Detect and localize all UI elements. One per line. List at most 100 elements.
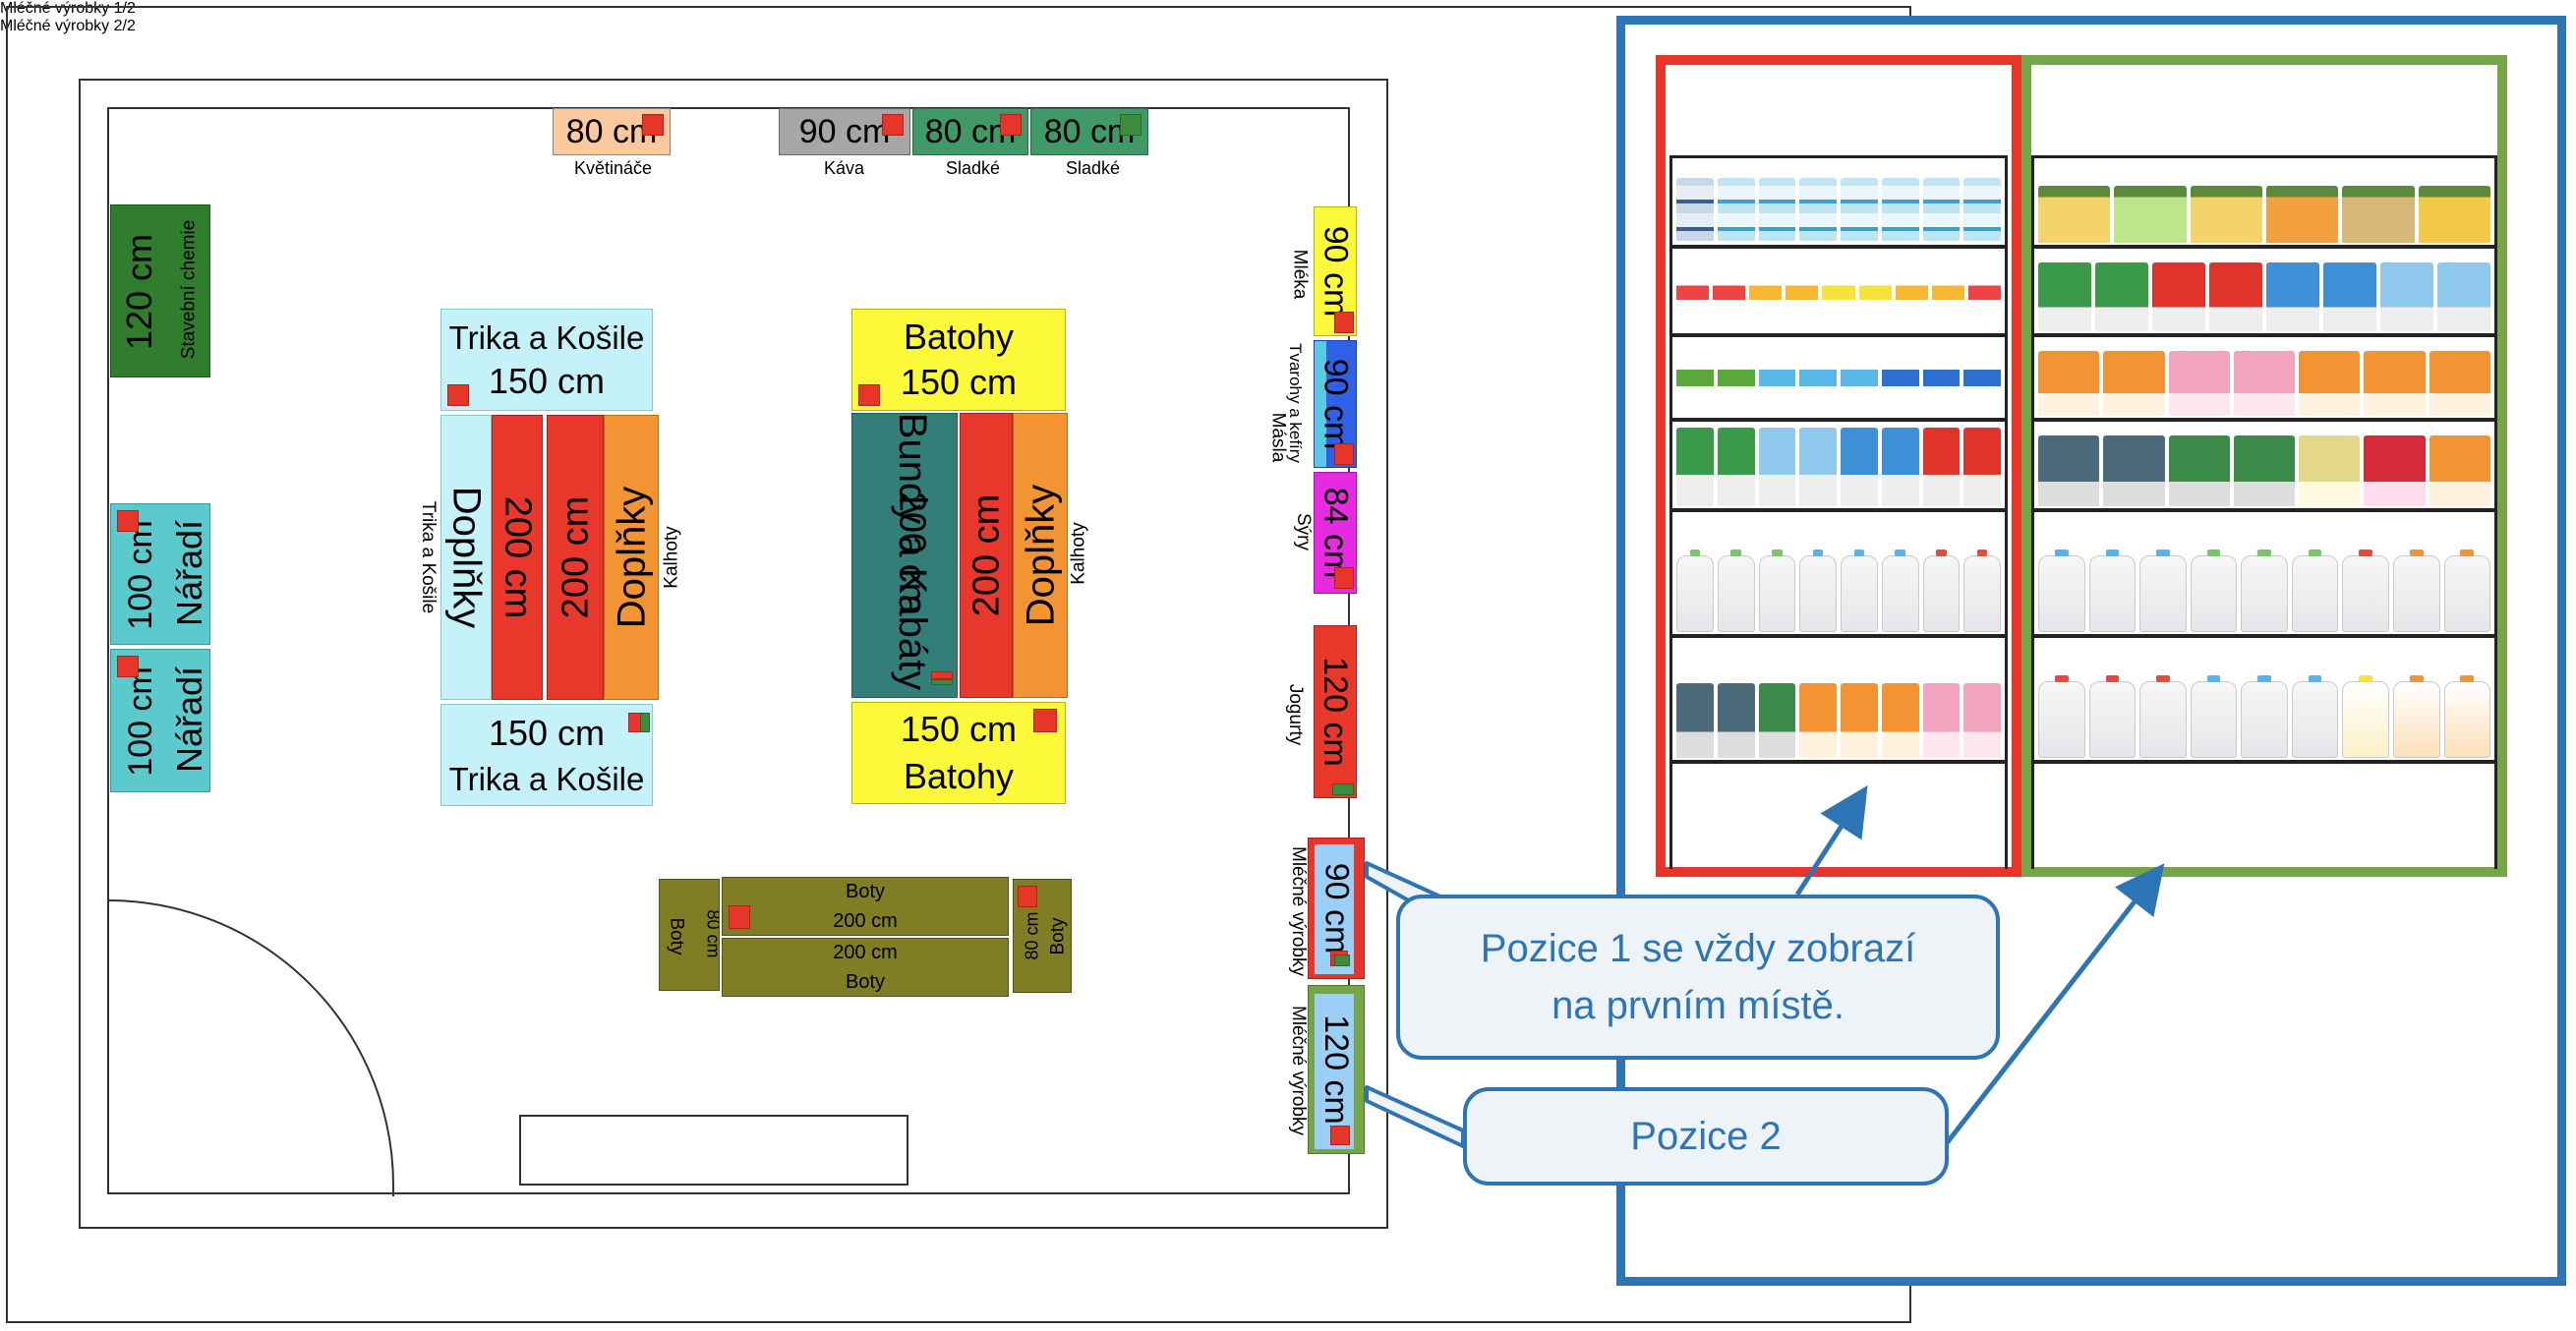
fixture-shelf-line xyxy=(1672,333,2005,337)
position-marker xyxy=(1000,114,1022,136)
callout-pozice-1: Pozice 1 se vždy zobrazí na prvním místě… xyxy=(1396,895,2000,1060)
shelf-doplnky-3-size[interactable]: 200 cm xyxy=(960,413,1013,698)
callout-text: Pozice 1 se vždy zobrazí na prvním místě… xyxy=(1480,927,1916,1027)
position-marker xyxy=(117,656,139,677)
shelf-doplnky-2[interactable]: Doplňky xyxy=(604,415,659,700)
position-marker xyxy=(640,713,650,732)
shelf-boty-left[interactable]: Boty 80 cm xyxy=(659,879,720,991)
callout-text: Pozice 2 xyxy=(1630,1115,1782,1158)
position-marker xyxy=(1120,114,1142,136)
shelf-doplnky-1-size[interactable]: 200 cm xyxy=(492,415,543,700)
shelf-category: Boty xyxy=(845,881,886,902)
product-row xyxy=(2034,671,2494,758)
shelf-trika-bottom[interactable]: 150 cm Trika a Košile xyxy=(440,704,653,806)
product-row xyxy=(2034,430,2494,506)
position-marker xyxy=(447,384,469,406)
shelf-category-label: Květináče xyxy=(574,158,653,178)
shelf-mlecne-vyrobky-1[interactable]: 90 cm xyxy=(1308,838,1365,979)
product-row xyxy=(2034,257,2494,331)
fixture-shelf-line xyxy=(2034,245,2494,249)
position-marker xyxy=(117,510,139,532)
fixture-shelf-line xyxy=(2034,333,2494,337)
position-marker xyxy=(1033,709,1057,732)
shelf-doplnky-1[interactable]: Doplňky xyxy=(440,415,492,700)
shelf-sladke-2[interactable]: 80 cm xyxy=(1030,108,1148,155)
fixture-1 xyxy=(1669,155,2008,869)
shelf-boty-top[interactable]: Boty 200 cm xyxy=(722,877,1009,936)
shelf-trika-top[interactable]: Trika a Košile 150 cm xyxy=(440,309,653,411)
shelf-batohy-top[interactable]: Batohy 150 cm xyxy=(851,309,1066,411)
callout-pozice-2: Pozice 2 xyxy=(1463,1087,1949,1186)
fixture-shelf-line xyxy=(2034,508,2494,512)
shelf-category: Trika a Košile xyxy=(448,760,645,797)
position-marker xyxy=(931,679,953,685)
product-row xyxy=(2034,546,2494,632)
fixture-shelf-line xyxy=(1672,760,2005,764)
shelf-mleka[interactable]: 90 cm xyxy=(1314,206,1357,336)
shelf-inner xyxy=(1315,994,1354,1149)
shelf-category: Batohy xyxy=(903,317,1015,357)
position-marker xyxy=(1334,312,1354,333)
product-row xyxy=(1672,546,2005,632)
position-marker xyxy=(858,384,880,406)
shelf-size: 200 cm xyxy=(833,942,898,963)
position-marker xyxy=(1018,886,1037,907)
shelf-doplnky-2-size[interactable]: 200 cm xyxy=(547,415,604,700)
fixture-shelf-line xyxy=(1672,634,2005,638)
planogram-title-1: Mléčné výrobky 1/2 xyxy=(0,0,136,17)
shelf-category: Boty xyxy=(845,971,886,993)
product-row xyxy=(1672,266,2005,331)
fixture-shelf-line xyxy=(1672,418,2005,422)
product-row xyxy=(1672,424,2005,506)
fixture-shelf-line xyxy=(2034,634,2494,638)
shelf-size: 150 cm xyxy=(488,360,606,401)
product-row xyxy=(2034,184,2494,243)
shelf-kvetinace[interactable]: 80 cm xyxy=(553,108,671,155)
product-row xyxy=(1672,353,2005,414)
position-marker xyxy=(931,671,953,679)
fixture-2 xyxy=(2031,155,2497,869)
shelf-jogurty[interactable]: 120 cm xyxy=(1314,625,1357,798)
counter xyxy=(519,1115,908,1186)
fixture-shelf-line xyxy=(1672,508,2005,512)
shelf-size: 150 cm xyxy=(488,712,606,753)
shelf-boty-right[interactable]: 80 cm Boty xyxy=(1013,879,1072,993)
shelf-size: 80 cm xyxy=(565,113,658,150)
shelf-stavebni-chemie[interactable]: 120 cm Stavební chemie xyxy=(110,204,210,377)
position-marker xyxy=(1334,567,1354,589)
shelf-naradi-2[interactable]: 100 cm Nářadí xyxy=(110,649,210,792)
product-row xyxy=(1672,677,2005,758)
position-marker xyxy=(729,905,750,929)
door-arc xyxy=(108,899,394,1196)
shelf-doplnky-3[interactable]: Doplňky xyxy=(1013,413,1068,698)
shelf-sladke-1[interactable]: 80 cm xyxy=(912,108,1028,155)
fixture-shelf-line xyxy=(2034,418,2494,422)
position-marker xyxy=(1334,955,1350,966)
shelf-syry[interactable]: 84 cm xyxy=(1314,472,1357,594)
fixture-shelf-line xyxy=(1672,245,2005,249)
shelf-mlecne-vyrobky-2[interactable]: 120 cm xyxy=(1308,985,1365,1154)
shelf-category: Batohy xyxy=(903,756,1015,796)
position-marker xyxy=(1334,443,1354,465)
shelf-batohy-bottom[interactable]: 150 cm Batohy xyxy=(851,702,1066,804)
fixture-shelf-line xyxy=(2034,760,2494,764)
shelf-bundy[interactable]: Bundy a Kabáty 200 cm xyxy=(851,413,958,698)
product-row xyxy=(1672,176,2005,241)
position-marker xyxy=(642,114,664,136)
shelf-size: 90 cm xyxy=(798,113,891,150)
shelf-category-label: Sladké xyxy=(1066,158,1121,178)
product-row xyxy=(2034,345,2494,416)
shelf-category-label: Káva xyxy=(824,158,865,178)
shelf-accent xyxy=(1315,341,1326,467)
shelf-naradi-1[interactable]: 100 cm Nářadí xyxy=(110,503,210,645)
planogram-title-2: Mléčné výrobky 2/2 xyxy=(0,18,136,34)
shelf-boty-bottom[interactable]: 200 cm Boty xyxy=(722,938,1009,997)
shelf-category: Trika a Košile xyxy=(448,318,645,356)
shelf-tvarohy[interactable]: 90 cm xyxy=(1314,340,1357,468)
shelf-kava[interactable]: 90 cm xyxy=(779,108,910,155)
planogram-position-1[interactable] xyxy=(1656,55,2021,877)
shelf-size: 150 cm xyxy=(900,362,1018,402)
shelf-size: 200 cm xyxy=(833,910,898,932)
position-marker xyxy=(882,114,904,136)
